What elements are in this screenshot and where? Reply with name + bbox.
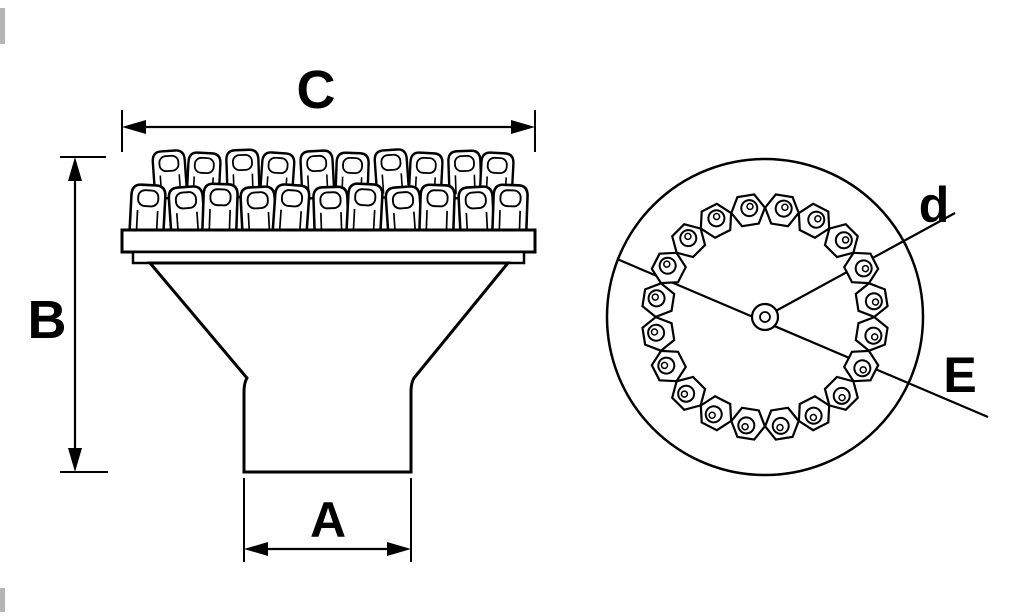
diameter-line-E — [616, 257, 989, 419]
arrowhead-left — [244, 542, 268, 556]
arrowhead-bottom — [68, 448, 82, 472]
center-hole — [759, 311, 771, 323]
body-outline — [146, 261, 512, 474]
edge-artifact — [0, 588, 5, 612]
button-insert — [201, 182, 240, 236]
dimension-C: C — [121, 60, 536, 152]
arrowhead-right — [387, 542, 411, 556]
label-b: B — [28, 290, 67, 350]
button-insert — [128, 182, 168, 237]
button-insert — [491, 183, 530, 237]
side-view: C B A — [28, 60, 537, 562]
head-flange — [120, 228, 537, 254]
dimension-B: B — [28, 156, 108, 473]
label-e: E — [943, 347, 976, 403]
top-view: d E — [605, 157, 989, 477]
label-a: A — [310, 492, 346, 548]
label-d: d — [919, 177, 950, 233]
button-insert — [271, 182, 312, 238]
flange-collar — [131, 250, 526, 265]
label-c: C — [297, 60, 336, 120]
dimension-A: A — [243, 478, 412, 562]
arrowhead-top — [68, 157, 82, 181]
arrowhead-right — [511, 120, 535, 134]
button-insert — [418, 183, 457, 237]
arrowhead-left — [122, 120, 146, 134]
button-insert — [345, 181, 385, 236]
edge-artifact — [0, 8, 5, 44]
